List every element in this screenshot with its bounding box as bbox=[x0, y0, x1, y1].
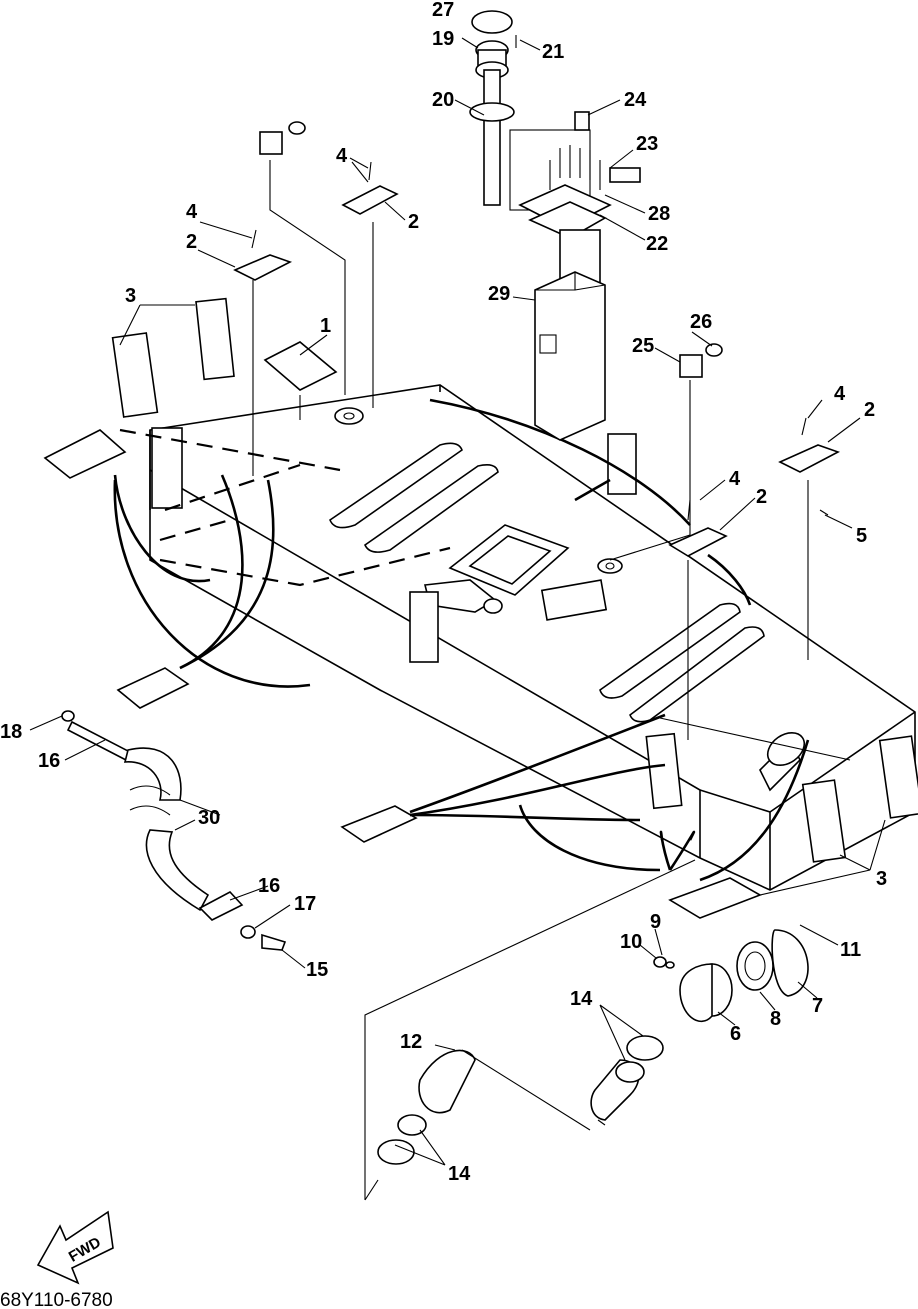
callout-2: 2 bbox=[864, 399, 875, 421]
callout-12: 12 bbox=[400, 1031, 422, 1053]
callout-8: 8 bbox=[770, 1008, 781, 1030]
callout-2: 2 bbox=[186, 231, 197, 253]
callout-9: 9 bbox=[650, 911, 661, 933]
callout-24: 24 bbox=[624, 89, 647, 111]
callout-3: 3 bbox=[876, 868, 887, 890]
callout-4: 4 bbox=[186, 201, 198, 223]
callout-labels: 1 2 2 2 2 3 3 4 4 4 4 5 6 7 8 9 10 11 12… bbox=[0, 0, 887, 1185]
forward-arrow-icon: FWD bbox=[36, 1210, 114, 1285]
fuel-sender-assembly bbox=[351, 10, 641, 441]
callout-29: 29 bbox=[488, 283, 510, 305]
callout-4: 4 bbox=[729, 468, 741, 490]
callout-19: 19 bbox=[432, 28, 454, 50]
callout-2: 2 bbox=[756, 486, 767, 508]
rubber-pads bbox=[43, 297, 918, 919]
diagram-code: 68Y110-6780 bbox=[0, 1290, 113, 1309]
callout-21: 21 bbox=[542, 41, 564, 63]
callout-3: 3 bbox=[125, 285, 136, 307]
callout-25: 25 bbox=[632, 335, 654, 357]
callout-22: 22 bbox=[646, 233, 668, 255]
callout-6: 6 bbox=[730, 1023, 741, 1045]
callout-30: 30 bbox=[198, 807, 220, 829]
callout-4: 4 bbox=[834, 383, 846, 405]
leader-lines bbox=[29, 37, 886, 1166]
callout-10: 10 bbox=[620, 931, 642, 953]
callout-16: 16 bbox=[258, 875, 280, 897]
placement-dashed-lines bbox=[119, 395, 851, 761]
callout-18: 18 bbox=[0, 721, 22, 743]
callout-14: 14 bbox=[448, 1163, 471, 1185]
filler-components bbox=[364, 859, 809, 1201]
callout-7: 7 bbox=[812, 995, 823, 1017]
callout-15: 15 bbox=[306, 959, 328, 981]
callout-1: 1 bbox=[320, 315, 331, 337]
callout-14: 14 bbox=[570, 988, 593, 1010]
callout-20: 20 bbox=[432, 89, 454, 111]
fittings bbox=[259, 121, 723, 378]
callout-17: 17 bbox=[294, 893, 316, 915]
callout-28: 28 bbox=[648, 203, 670, 225]
brackets bbox=[233, 160, 840, 740]
fuel-tank bbox=[149, 384, 916, 891]
callout-27: 27 bbox=[432, 0, 454, 21]
callout-5: 5 bbox=[856, 525, 867, 547]
callout-23: 23 bbox=[636, 133, 658, 155]
install-arrows bbox=[113, 398, 810, 882]
callout-26: 26 bbox=[690, 311, 712, 333]
callout-2: 2 bbox=[408, 211, 419, 233]
callout-11: 11 bbox=[840, 939, 861, 961]
fuel-hose bbox=[61, 710, 287, 951]
callout-16: 16 bbox=[38, 750, 60, 772]
callout-4: 4 bbox=[336, 145, 348, 167]
